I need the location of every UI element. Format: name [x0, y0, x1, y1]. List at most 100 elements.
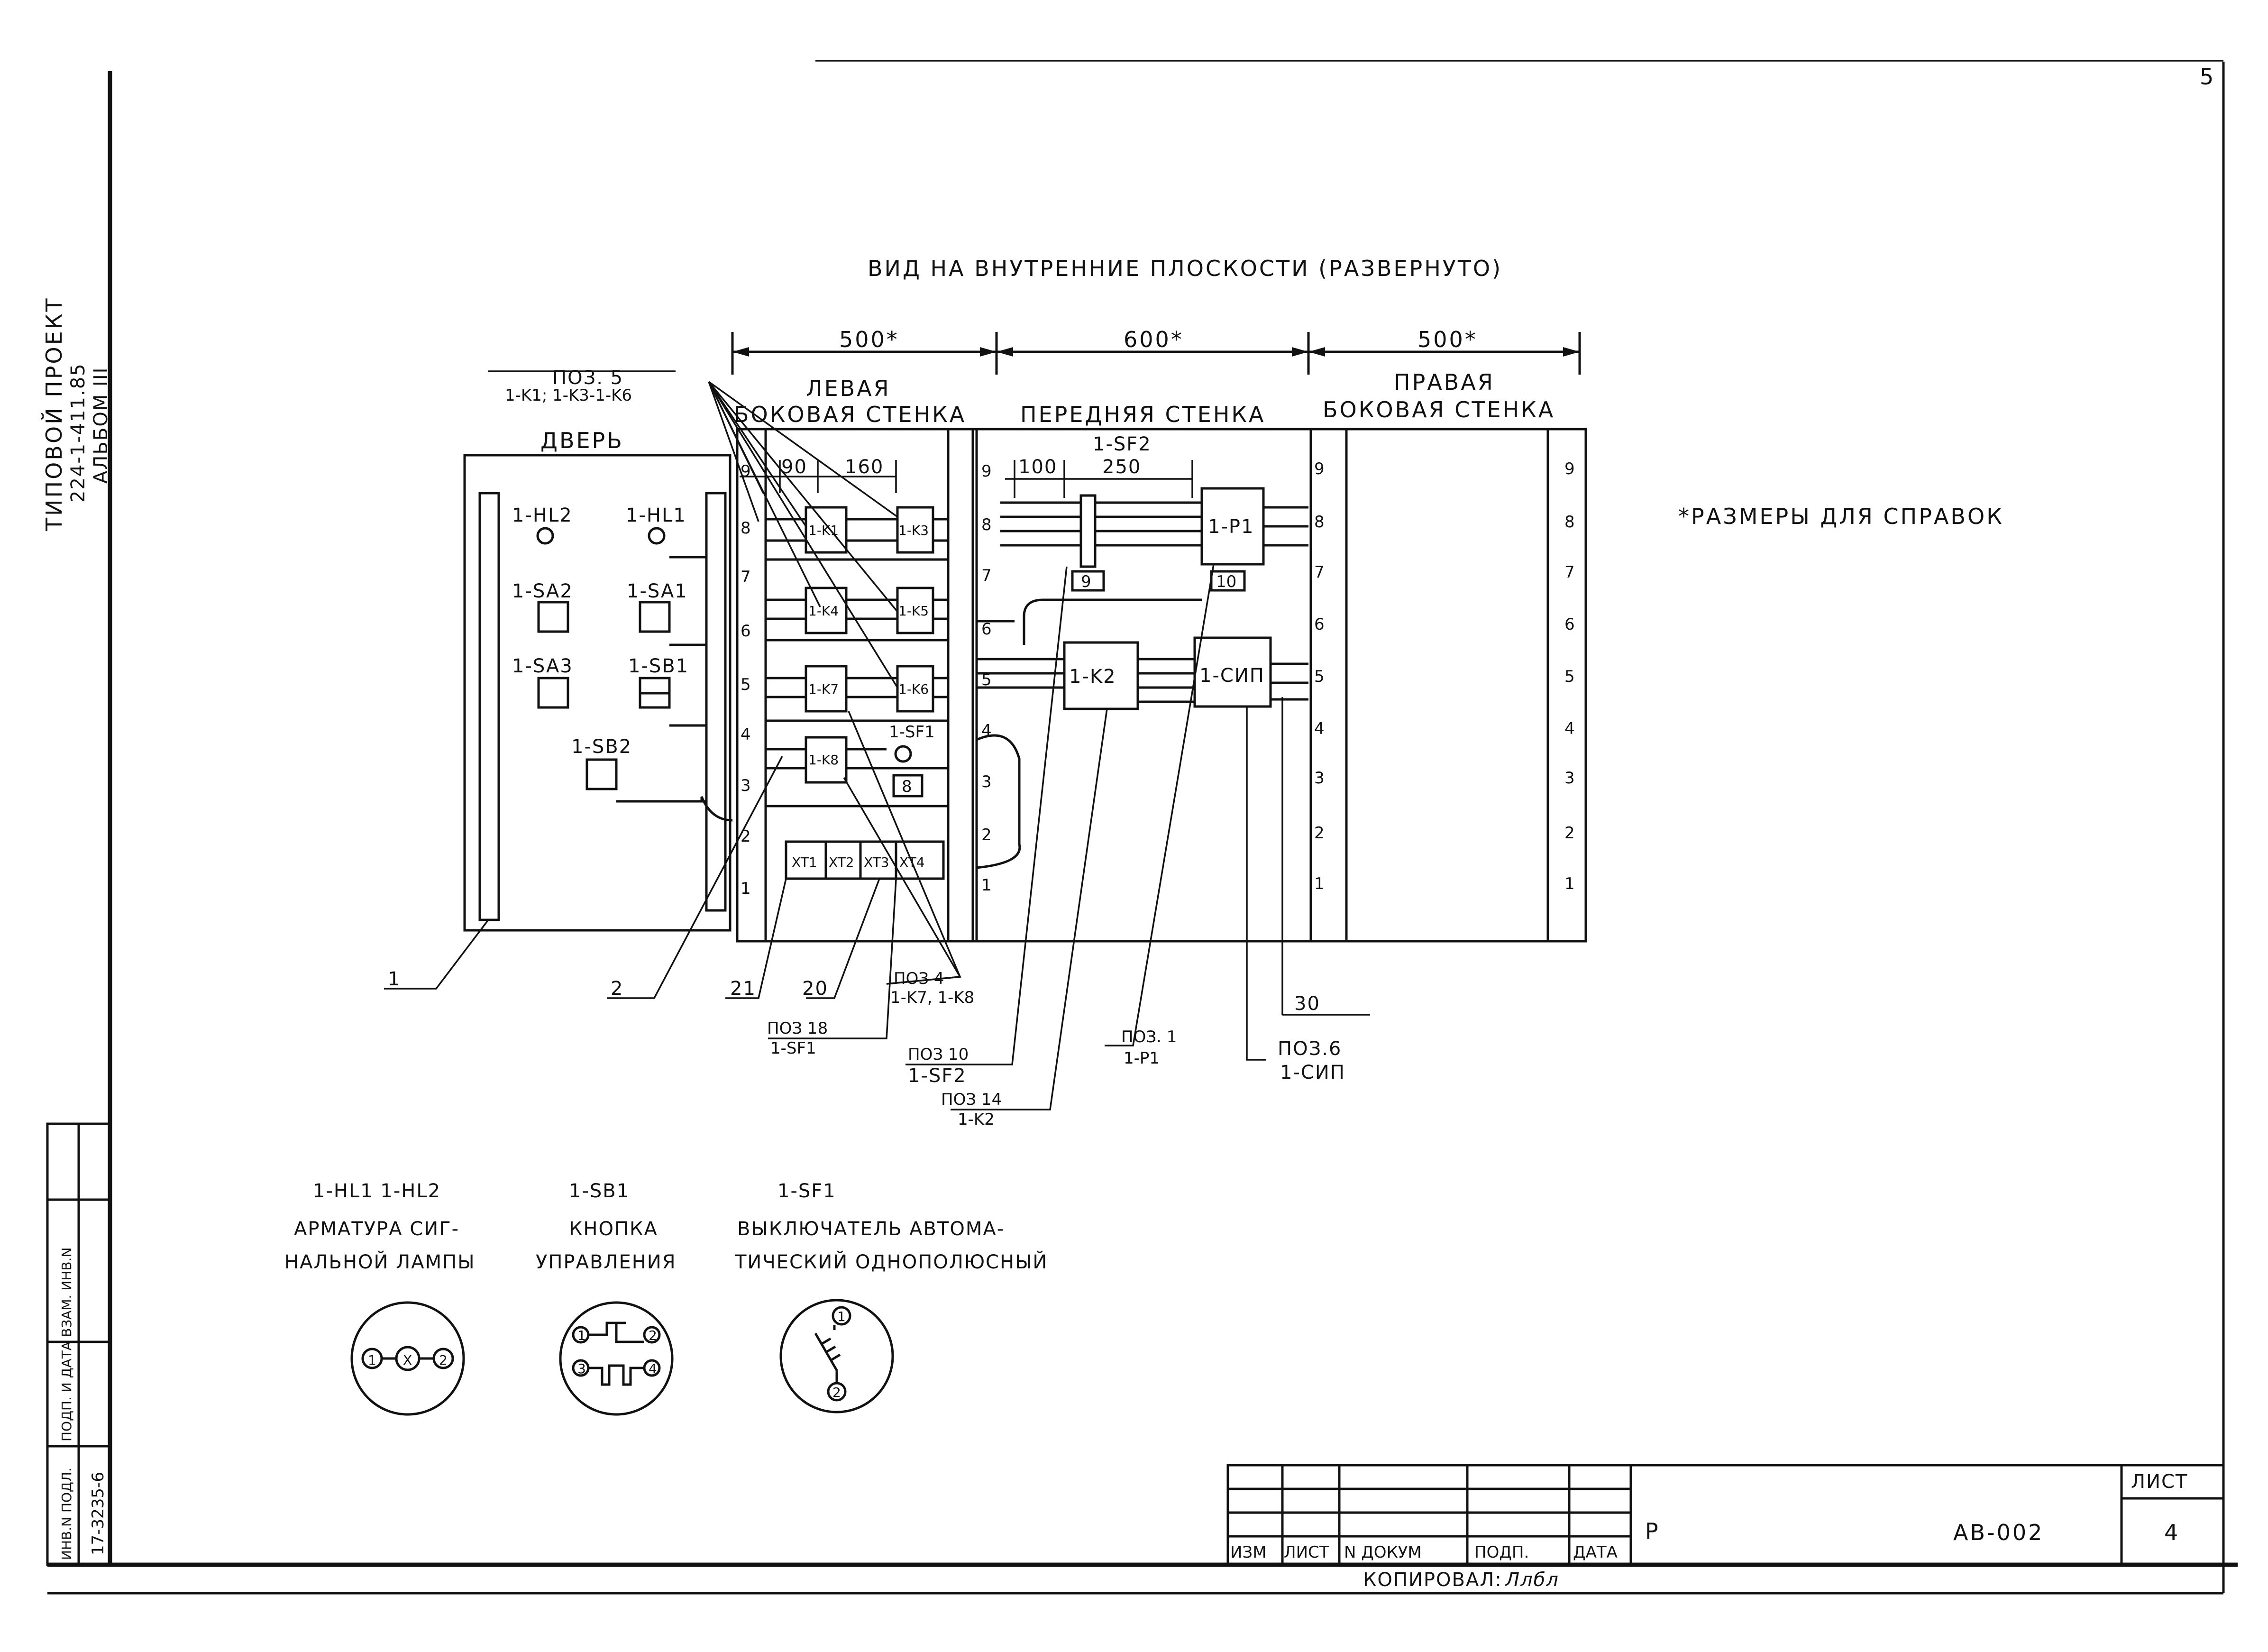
lamp-center-x: X [403, 1352, 412, 1368]
ruler-tick: 5 [1564, 667, 1575, 686]
legend-button-line1: КНОПКА [569, 1218, 658, 1240]
left-k5-label: 1-K5 [898, 603, 929, 619]
right-wall-label-2: БОКОВАЯ СТЕНКА [1323, 397, 1555, 422]
ruler-tick: 1 [741, 879, 751, 898]
button-pin-3: 3 [577, 1361, 586, 1377]
ruler-tick: 6 [981, 620, 992, 639]
ruler-tick: 5 [741, 675, 751, 694]
lamp-pin-2: 2 [439, 1352, 448, 1368]
ruler-tick: 1 [1564, 874, 1575, 893]
ruler-tick: 5 [981, 670, 992, 689]
xt2-label: XT2 [829, 854, 854, 870]
ruler-tick: 6 [1314, 615, 1325, 634]
tb-col-sign: ПОДП. [1474, 1543, 1529, 1562]
breaker-pin-1: 1 [837, 1309, 846, 1324]
button-pin-4: 4 [649, 1361, 657, 1377]
door-sa2-label: 1-SA2 [512, 580, 573, 602]
ruler-tick: 4 [1564, 719, 1575, 738]
left-wall-label-1: ЛЕВАЯ [806, 376, 891, 401]
door-sa3-label: 1-SA3 [512, 655, 573, 677]
ruler-tick: 5 [1314, 667, 1325, 686]
ruler-tick: 1 [981, 876, 992, 895]
tb-col-list: ЛИСТ [1284, 1543, 1329, 1562]
callout-poz4-bottom: 1-K7, 1-K8 [890, 988, 974, 1007]
tb-document-code: АВ-002 [1953, 1520, 2044, 1545]
legend-breaker-line2: ТИЧЕСКИЙ ОДНОПОЛЮСНЫЙ [734, 1250, 1048, 1273]
tb-copied-label: КОПИРОВАЛ: [1363, 1569, 1502, 1591]
tb-col-doc: N ДОКУМ [1344, 1543, 1422, 1562]
breaker-pin-2: 2 [832, 1385, 841, 1400]
dim-250: 250 [1102, 456, 1141, 478]
callout-poz1-bottom: 1-P1 [1124, 1049, 1160, 1068]
ruler-tick: 3 [981, 772, 992, 791]
ruler-tick: 2 [741, 827, 751, 846]
front-p1-label: 1-P1 [1208, 516, 1254, 538]
ruler-tick: 9 [1564, 459, 1575, 478]
ruler-tick: 9 [1314, 459, 1325, 478]
door-sa1-label: 1-SA1 [627, 580, 688, 602]
left-k7-label: 1-K7 [808, 681, 839, 697]
left-wall-panel [736, 428, 978, 943]
ruler-tick: 8 [981, 515, 992, 534]
door-panel [463, 454, 733, 932]
dim-sf2-top: 1-SF2 [1093, 433, 1152, 455]
tb-col-date: ДАТА [1573, 1543, 1618, 1562]
callout-poz4-top: ПОЗ 4 [894, 969, 944, 988]
button-pin-1: 1 [577, 1328, 586, 1343]
xt3-label: XT3 [864, 854, 889, 870]
door-sb2-label: 1-SB2 [571, 736, 632, 758]
callout-poz10-bottom: 1-SF2 [908, 1065, 967, 1087]
front-k2-label: 1-K2 [1069, 666, 1116, 688]
signature-date-label: ПОДП. И ДАТА [59, 1341, 74, 1441]
inventory-block [46, 1122, 111, 1566]
tb-sheet-label: ЛИСТ [2131, 1471, 2188, 1493]
dim-100: 100 [1018, 456, 1057, 478]
front-box10-label: 10 [1216, 572, 1236, 591]
left-k1-label: 1-K1 [808, 523, 839, 538]
xt1-label: XT1 [792, 854, 817, 870]
callout-poz6-bottom: 1-СИП [1280, 1062, 1345, 1083]
legend-breaker-line1: ВЫКЛЮЧАТЕЛЬ АВТОМА- [737, 1218, 1005, 1240]
ruler-tick: 8 [1314, 513, 1325, 532]
leader-lines [384, 370, 1370, 1111]
ruler-tick: 9 [981, 462, 992, 481]
side-stamp-line3: АЛЬБОМ III [90, 367, 112, 484]
callout-20: 20 [802, 978, 828, 1000]
button-pin-2: 2 [649, 1328, 657, 1343]
legend-lamp-codes: 1-HL1 1-HL2 [313, 1180, 441, 1202]
callout-poz18-bottom: 1-SF1 [770, 1039, 816, 1058]
ruler-tick: 7 [981, 566, 992, 585]
side-stamp: ТИПОВОЙ ПРОЕКТ 224-1-411.85 АЛЬБОМ III [41, 297, 112, 532]
callout-poz14-top: ПОЗ 14 [941, 1090, 1002, 1109]
ruler-tick: 6 [1564, 615, 1575, 634]
callout-poz14-bottom: 1-K2 [958, 1110, 995, 1129]
ruler-tick: 4 [1314, 719, 1325, 738]
scale-ruler-left-wall-right: 9 8 7 6 5 4 3 2 1 [981, 462, 992, 895]
tb-sheet-number: 4 [2164, 1520, 2180, 1545]
front-wall-label: ПЕРЕДНЯЯ СТЕНКА [1020, 402, 1266, 427]
callout-1: 1 [388, 968, 401, 990]
callout-poz10-top: ПОЗ 10 [908, 1045, 969, 1064]
inventory-number-value: 17-3235-6 [89, 1472, 108, 1555]
tb-col-izm: ИЗМ [1230, 1543, 1267, 1562]
door-hl2-label: 1-HL2 [512, 505, 573, 526]
ruler-tick: 2 [1564, 824, 1575, 843]
lamp-pin-1: 1 [368, 1352, 376, 1368]
button-symbol [559, 1301, 674, 1416]
legend-button-code: 1-SB1 [569, 1180, 630, 1202]
callout-poz6-top: ПОЗ.6 [1278, 1038, 1342, 1060]
ruler-tick: 7 [1314, 563, 1325, 582]
ruler-tick: 6 [741, 622, 751, 641]
right-wall-label-1: ПРАВАЯ [1394, 369, 1495, 395]
ruler-tick: 1 [1314, 874, 1325, 893]
left-k8-label: 1-K8 [808, 752, 839, 768]
left-k6-label: 1-K6 [898, 681, 929, 697]
scale-ruler-right-wall-left: 9 8 7 6 5 4 3 2 1 [1314, 459, 1325, 893]
ruler-tick: 7 [1564, 563, 1575, 582]
dim-160: 160 [845, 456, 884, 478]
scale-ruler-right-wall-right: 9 8 7 6 5 4 3 2 1 [1564, 459, 1575, 893]
left-k3-label: 1-K3 [898, 523, 929, 538]
legend-lamp-line1: АРМАТУРА СИГ- [294, 1218, 459, 1240]
inventory-number-label: ИНВ.N ПОДЛ. [59, 1468, 74, 1560]
